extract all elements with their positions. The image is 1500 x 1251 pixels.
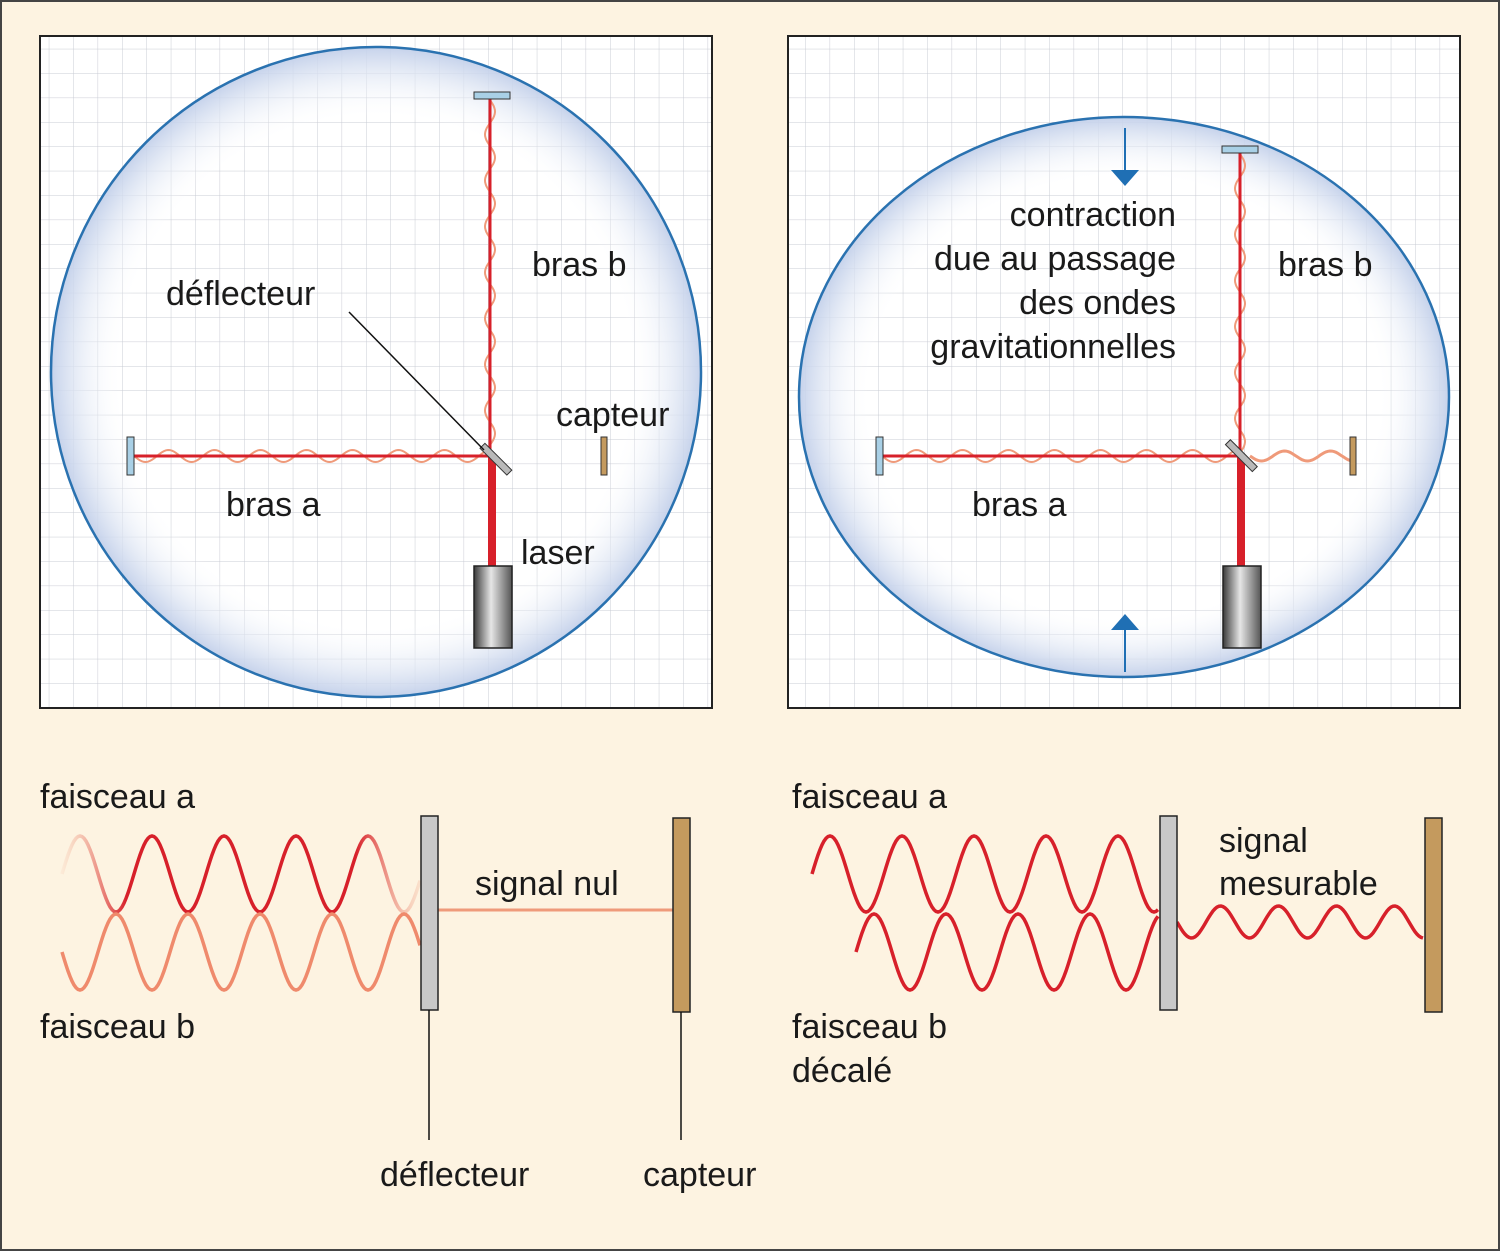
- right-spacetime-ellipse: [797, 115, 1451, 679]
- left-label-sensor: capteur: [556, 396, 669, 434]
- left-deflector: [479, 442, 513, 476]
- right-panel-border: [787, 35, 1461, 709]
- right-label-arm-a: bras a: [972, 486, 1067, 524]
- bottom-right-label-beam-a: faisceau a: [792, 778, 947, 816]
- left-spacetime-glow: [51, 47, 701, 697]
- bottom-right-sensor: [1424, 817, 1443, 1013]
- left-panel-border: [39, 35, 713, 709]
- left-label-laser: laser: [521, 534, 595, 572]
- bottom-left-label-beam-b: faisceau b: [40, 1008, 195, 1046]
- bottom-label-deflector: déflecteur: [380, 1156, 529, 1194]
- contraction-line-2: due au passage: [934, 240, 1176, 278]
- label-null-signal: signal nul: [475, 865, 619, 903]
- right-mirror-b: [1221, 145, 1259, 154]
- bottom-left-deflector: [420, 815, 439, 1011]
- contraction-line-4: gravitationnelles: [930, 328, 1176, 366]
- left-mirror-a: [126, 436, 135, 476]
- left-label-arm-a: bras a: [226, 486, 321, 524]
- measurable-signal-wave: [1175, 904, 1424, 940]
- right-arm-a-wave: [881, 448, 1237, 464]
- bottom-label-sensor: capteur: [643, 1156, 756, 1194]
- bottom-right-schematic: faisceau a faisceau b décalé signal mesu…: [792, 778, 1443, 1090]
- right-mirror-a: [875, 436, 884, 476]
- contraction-arrow-up-icon: [1111, 614, 1139, 630]
- right-sensor-wave: [1249, 449, 1351, 463]
- left-mirror-b: [473, 91, 511, 100]
- contraction-line-3: des ondes: [1019, 284, 1176, 322]
- right-deflector: [1224, 439, 1258, 473]
- bottom-left-schematic: faisceau a faisceau b signal nul déflect…: [40, 778, 756, 1194]
- contraction-arrow-down-icon: [1111, 170, 1139, 186]
- left-laser: [473, 565, 513, 649]
- label-measurable: mesurable: [1219, 865, 1378, 903]
- bottom-right-label-shifted: décalé: [792, 1052, 892, 1090]
- label-signal: signal: [1219, 822, 1308, 860]
- left-arm-b-wave: [483, 99, 497, 453]
- left-arm-a-wave: [133, 448, 487, 464]
- bottom-right-label-beam-b: faisceau b: [792, 1008, 947, 1046]
- right-arm-b-wave: [1233, 153, 1247, 453]
- bottom-right-beam-a-wave: [810, 834, 1160, 914]
- contraction-line-1: contraction: [1010, 196, 1176, 234]
- bottom-left-sensor: [672, 817, 691, 1013]
- right-label-arm-b: bras b: [1278, 246, 1373, 284]
- right-sensor: [1349, 436, 1357, 476]
- right-spacetime-glow: [799, 117, 1449, 677]
- left-label-deflector: déflecteur: [166, 275, 315, 313]
- bottom-left-beam-b-wave: [60, 912, 422, 992]
- left-sensor: [600, 436, 608, 476]
- right-laser: [1222, 565, 1262, 649]
- bottom-right-beam-b-wave: [854, 912, 1160, 992]
- bottom-right-deflector: [1159, 815, 1178, 1011]
- left-deflector-leader: [348, 311, 485, 451]
- right-panel: contraction due au passage des ondes gra…: [787, 35, 1461, 709]
- bottom-left-beam-a-wave: [60, 834, 422, 914]
- left-spacetime-circle: [49, 45, 703, 699]
- left-label-arm-b: bras b: [532, 246, 627, 284]
- left-panel: déflecteur bras b capteur bras a laser: [39, 35, 713, 709]
- bottom-left-label-beam-a: faisceau a: [40, 778, 195, 816]
